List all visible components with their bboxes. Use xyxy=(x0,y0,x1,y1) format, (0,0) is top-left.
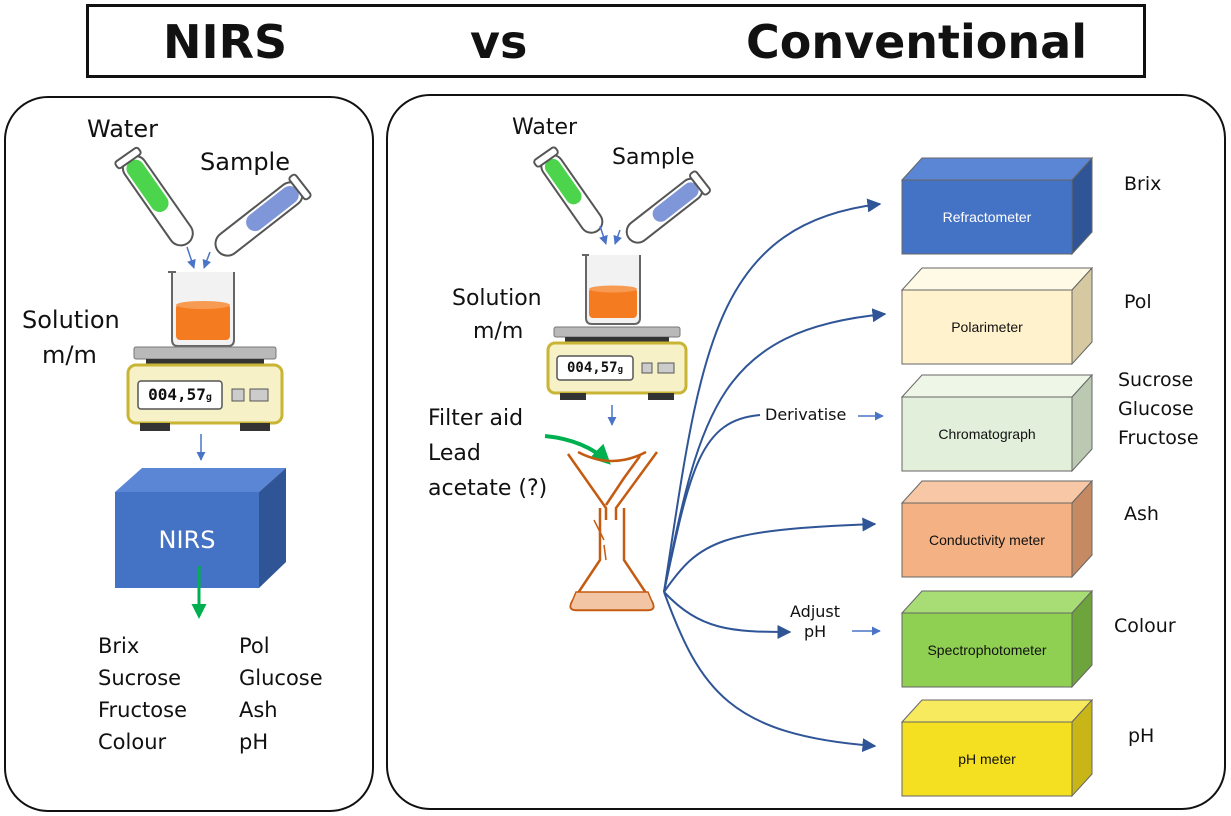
instrument-name-label: Conductivity meter xyxy=(929,532,1045,548)
conv-scale-readout: 004,57g xyxy=(567,360,623,376)
nirs-sample-label: Sample xyxy=(200,148,290,176)
lead-acetate-label: acetate (?) xyxy=(428,476,548,501)
instrument-box-front xyxy=(901,289,1073,365)
derivatise-label: Derivatise xyxy=(765,405,847,424)
instrument-name-label: Polarimeter xyxy=(951,319,1023,335)
instrument-boxes xyxy=(900,156,1094,798)
conv-water-tube xyxy=(533,146,604,234)
nirs-beaker xyxy=(168,271,235,347)
conv-sample-tube xyxy=(625,170,711,244)
fan-out-arrows xyxy=(663,198,887,753)
nirs-result: Colour xyxy=(98,730,167,754)
conv-water-label: Water xyxy=(512,115,578,140)
instrument-box-front xyxy=(901,721,1073,797)
instrument-result-label: Ash xyxy=(1124,503,1159,525)
instrument-result-label: pH xyxy=(1128,725,1155,747)
nirs-result: Fructose xyxy=(98,698,187,722)
instrument-result-label: Brix xyxy=(1124,173,1162,195)
instrument-name-label: Chromatograph xyxy=(938,426,1036,442)
conv-sample-label: Sample xyxy=(612,145,695,170)
instrument-box-front xyxy=(901,396,1073,472)
conv-solution-label: Solution xyxy=(452,286,542,311)
nirs-water-tube xyxy=(114,146,194,247)
nirs-result: pH xyxy=(239,730,269,754)
instrument-box-front xyxy=(901,612,1073,688)
nirs-scale-readout: 004,57g xyxy=(148,385,212,404)
lead-label: Lead xyxy=(428,441,481,466)
nirs-result: Sucrose xyxy=(98,666,182,690)
nirs-water-label: Water xyxy=(87,115,158,143)
header-conventional: Conventional xyxy=(746,15,1087,69)
nirs-instrument-box xyxy=(115,468,286,588)
nirs-results-col2: Pol Glucose Ash pH xyxy=(239,630,323,758)
instrument-result-label: Glucose xyxy=(1118,398,1194,420)
conv-mm-label: m/m xyxy=(473,319,524,344)
nirs-solution-label: Solution xyxy=(22,306,120,334)
nirs-scale xyxy=(126,346,284,431)
conv-scale xyxy=(546,326,688,400)
nirs-result: Glucose xyxy=(239,666,323,690)
instrument-result-label: Pol xyxy=(1124,291,1152,313)
instrument-name-label: Refractometer xyxy=(942,209,1032,225)
nirs-instrument-label: NIRS xyxy=(158,526,216,554)
instrument-box-top xyxy=(900,157,1094,181)
instrument-box-top xyxy=(900,590,1094,614)
instrument-box-top xyxy=(900,480,1094,504)
header-box xyxy=(86,4,1146,78)
nirs-result: Ash xyxy=(239,698,278,722)
nirs-mm-label: m/m xyxy=(42,341,97,369)
instrument-box-top xyxy=(900,374,1094,398)
adjust-ph-label: pH xyxy=(804,622,827,641)
instrument-name-label: Spectrophotometer xyxy=(927,642,1047,658)
filter-funnel-flask xyxy=(566,450,659,612)
adjust-label: Adjust xyxy=(790,602,841,621)
filter-aid-label: Filter aid xyxy=(428,406,524,431)
nirs-result: Brix xyxy=(98,634,140,658)
instrument-box-front xyxy=(901,502,1073,578)
instrument-box-top xyxy=(900,699,1094,723)
nirs-result: Pol xyxy=(239,634,270,658)
nirs-panel xyxy=(4,96,374,812)
header-vs: vs xyxy=(470,15,528,69)
nirs-results-col1: Brix Sucrose Fructose Colour xyxy=(98,630,187,758)
instrument-box-top xyxy=(900,267,1094,291)
nirs-sample-tube xyxy=(214,173,312,257)
instrument-result-label: Fructose xyxy=(1118,427,1199,449)
instrument-name-label: pH meter xyxy=(958,751,1016,767)
instrument-result-label: Sucrose xyxy=(1118,369,1194,391)
instrument-box-front xyxy=(901,179,1073,255)
conv-beaker xyxy=(582,254,641,325)
instrument-result-label: Colour xyxy=(1114,615,1176,637)
header-nirs: NIRS xyxy=(163,15,288,69)
